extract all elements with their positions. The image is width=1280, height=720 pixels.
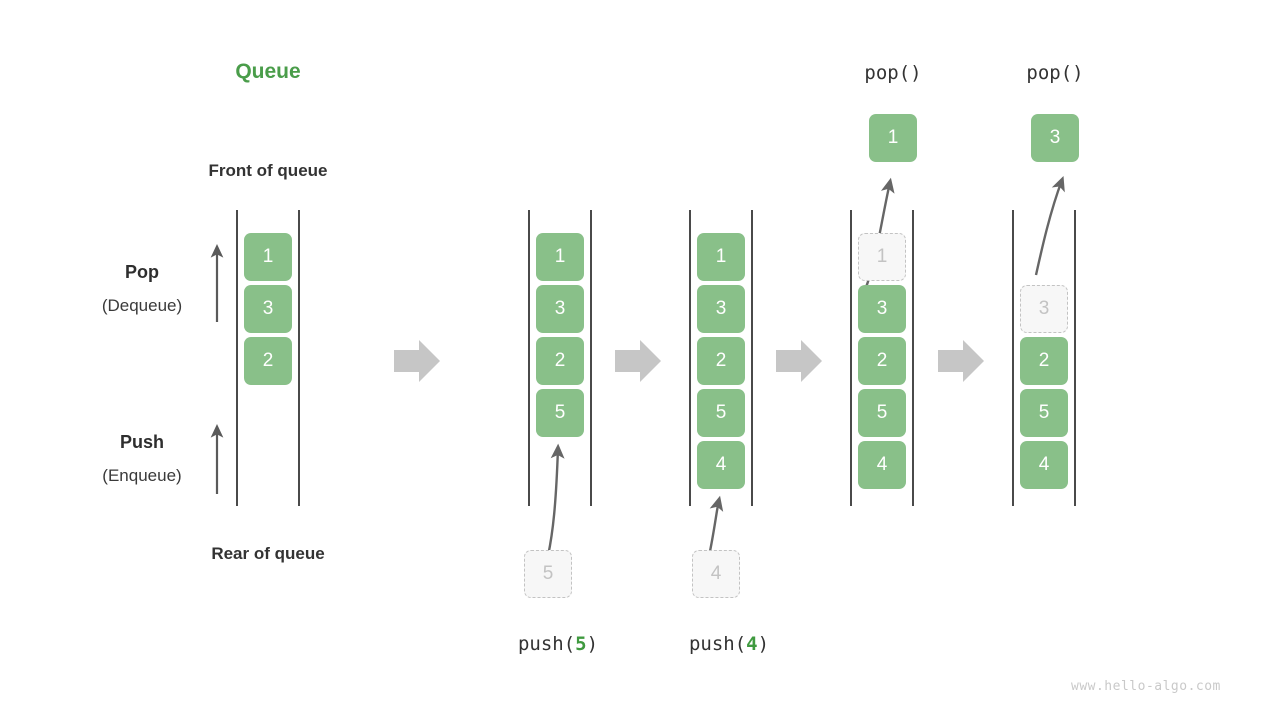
panel-initial: 1 3 2	[236, 210, 300, 506]
dequeue-label: (Dequeue)	[101, 296, 183, 315]
incoming-element-5: 5	[524, 550, 572, 598]
queue-cell: 2	[244, 337, 292, 385]
queue-cell: 5	[858, 389, 906, 437]
push-4-caption-arg: 4	[746, 633, 758, 655]
queue-cell: 3	[536, 285, 584, 333]
push-label: Push	[119, 432, 164, 452]
panel-push-4: 1 3 2 5 4	[689, 210, 753, 506]
step-arrow-2	[615, 340, 661, 382]
push-4-caption-suffix: )	[757, 633, 770, 655]
queue-cell: 5	[536, 389, 584, 437]
step-arrow-4	[938, 340, 984, 382]
queue-cell: 1	[697, 233, 745, 281]
step-arrow-1	[394, 340, 440, 382]
queue-cell: 2	[1020, 337, 1068, 385]
queue-cell: 1	[244, 233, 292, 281]
panel-push-5: 1 3 2 5	[528, 210, 592, 506]
queue-rail-right	[298, 210, 300, 506]
queue-cell: 5	[1020, 389, 1068, 437]
queue-rail-right	[912, 210, 914, 506]
pop-1-label: pop()	[864, 62, 922, 84]
incoming-element-4: 4	[692, 550, 740, 598]
rear-of-queue-label: Rear of queue	[211, 544, 325, 563]
panel-pop-3: 3 2 5 4	[1012, 210, 1076, 506]
queue-cell: 2	[697, 337, 745, 385]
queue-rail-left	[1012, 210, 1014, 506]
queue-rail-left	[850, 210, 852, 506]
queue-cell-removed: 3	[1020, 285, 1068, 333]
panel-pop-1: 1 3 2 5 4	[850, 210, 914, 506]
queue-cell-removed: 1	[858, 233, 906, 281]
queue-rail-right	[1074, 210, 1076, 506]
queue-rail-left	[236, 210, 238, 506]
queue-rail-right	[590, 210, 592, 506]
queue-cell: 4	[697, 441, 745, 489]
front-of-queue-label: Front of queue	[208, 161, 328, 180]
pop-label: Pop	[125, 262, 159, 282]
watermark: www.hello-algo.com	[1071, 679, 1221, 694]
push-4-caption: push(4)	[649, 633, 809, 655]
pop-3-result: 3	[1031, 114, 1079, 162]
queue-cell: 2	[858, 337, 906, 385]
enqueue-label: (Enqueue)	[102, 466, 182, 485]
push-5-caption-prefix: push(	[517, 633, 576, 655]
push-5-caption-suffix: )	[586, 633, 599, 655]
diagram-title: Queue	[235, 60, 301, 83]
pop-1-result: 1	[869, 114, 917, 162]
queue-rail-right	[751, 210, 753, 506]
queue-rail-left	[528, 210, 530, 506]
queue-rail-left	[689, 210, 691, 506]
queue-cell: 2	[536, 337, 584, 385]
pop-3-label: pop()	[1026, 62, 1084, 84]
push-5-caption-arg: 5	[575, 633, 587, 655]
step-arrow-3	[776, 340, 822, 382]
queue-cell: 4	[1020, 441, 1068, 489]
queue-cell: 3	[858, 285, 906, 333]
queue-cell: 1	[536, 233, 584, 281]
queue-cell: 5	[697, 389, 745, 437]
push-5-caption: push(5)	[478, 633, 638, 655]
queue-cell: 3	[697, 285, 745, 333]
queue-cell: 4	[858, 441, 906, 489]
push-4-arrow	[707, 495, 724, 557]
queue-cell: 3	[244, 285, 292, 333]
push-4-caption-prefix: push(	[688, 633, 747, 655]
